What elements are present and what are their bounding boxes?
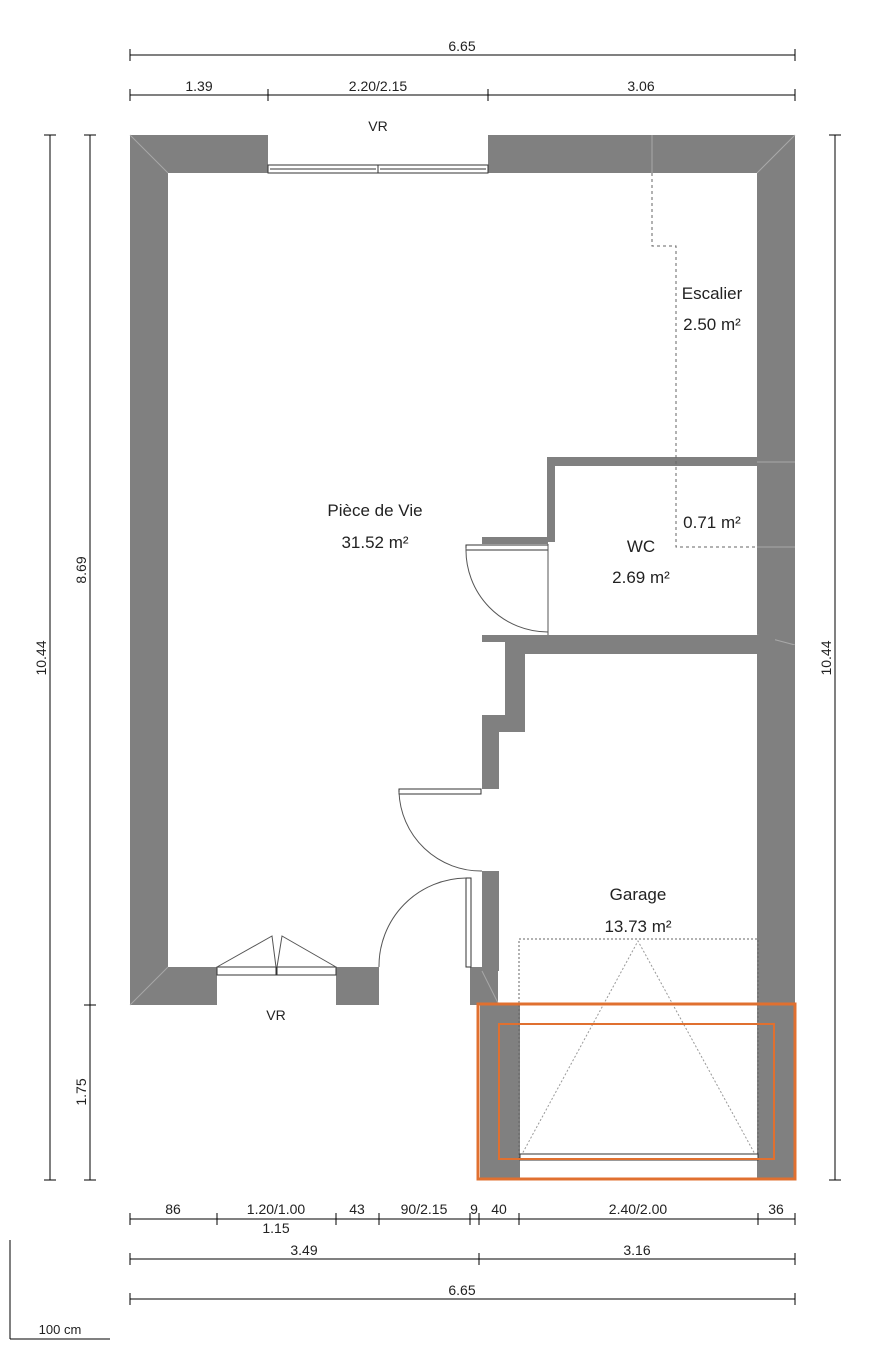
top-window — [267, 135, 489, 174]
wall-left — [130, 135, 168, 1005]
wall-step-4 — [482, 871, 499, 971]
dim-left-total: 10.44 — [33, 640, 49, 675]
room-name-wc: WC — [627, 537, 655, 556]
garage-side-door — [398, 788, 499, 872]
dim-left-bottom: 1.75 — [73, 1078, 89, 1105]
dim-left-main: 8.69 — [73, 556, 89, 583]
dim-left: 10.44 8.69 1.75 — [33, 134, 96, 1181]
dim-top-total: 6.65 — [448, 38, 475, 54]
dim-bottom: 86 1.20/1.00 43 90/2.15 9 40 2.40/2.00 3… — [129, 1201, 796, 1305]
dim-bottom-seg-1: 86 — [165, 1201, 181, 1217]
room-name-piece-de-vie: Pièce de Vie — [327, 501, 422, 520]
room-name-escalier: Escalier — [682, 284, 743, 303]
garage-door — [518, 938, 759, 1161]
dim-top: 6.65 1.39 2.20/2.15 3.06 — [129, 38, 796, 101]
dim-bottom-seg-8: 36 — [768, 1201, 784, 1217]
garage-highlight — [476, 1002, 797, 1181]
room-area-wc: 2.69 m² — [612, 568, 670, 587]
room-area-garage: 13.73 m² — [604, 917, 671, 936]
dim-right: 10.44 — [818, 134, 841, 1181]
room-area-piece-de-vie: 31.52 m² — [341, 533, 408, 552]
wc-door — [465, 544, 555, 635]
wall-wc-bottom — [505, 635, 775, 654]
wall-bottom-left — [130, 967, 217, 1005]
scale-label: 100 cm — [39, 1322, 82, 1337]
dim-top-seg-2: 2.20/2.15 — [349, 78, 408, 94]
bottom-window — [216, 935, 337, 1005]
dim-top-seg-1: 1.39 — [185, 78, 212, 94]
dim-bottom-seg-3: 43 — [349, 1201, 365, 1217]
dim-bottom-mid-2: 3.16 — [623, 1242, 650, 1258]
label-vr-top: VR — [368, 118, 387, 134]
wall-garage-bottom-left — [480, 1160, 520, 1180]
dim-bottom-seg-5: 9 — [470, 1201, 478, 1217]
dim-bottom-seg-4: 90/2.15 — [401, 1201, 448, 1217]
wall-bottom-mid — [336, 967, 379, 1005]
wall-wc-top — [547, 457, 757, 466]
scale-bar: 100 cm — [9, 1240, 110, 1340]
stair-outline — [651, 173, 757, 548]
dim-bottom-total: 6.65 — [448, 1282, 475, 1298]
entry-door — [378, 877, 472, 1005]
room-name-garage: Garage — [610, 885, 667, 904]
wall-wc-left — [547, 457, 555, 542]
label-vr-bottom: VR — [266, 1007, 285, 1023]
dim-bottom-sub: 1.15 — [262, 1220, 289, 1236]
room-area-escalier: 2.50 m² — [683, 315, 741, 334]
interior-walls — [481, 457, 795, 1180]
dim-bottom-seg-2: 1.20/1.00 — [247, 1201, 306, 1217]
dim-bottom-seg-7: 2.40/2.00 — [609, 1201, 668, 1217]
wall-step-3 — [482, 715, 499, 789]
dim-right-total: 10.44 — [818, 640, 834, 675]
wall-garage-right — [775, 645, 795, 1180]
wall-top-right — [488, 135, 795, 173]
dim-bottom-mid-1: 3.49 — [290, 1242, 317, 1258]
room-area-small: 0.71 m² — [683, 513, 741, 532]
dim-bottom-seg-6: 40 — [491, 1201, 507, 1217]
wall-bottom-right — [470, 967, 498, 1005]
dim-top-seg-3: 3.06 — [627, 78, 654, 94]
wall-wc-stub-top — [482, 537, 548, 544]
wall-step-1 — [505, 642, 525, 732]
